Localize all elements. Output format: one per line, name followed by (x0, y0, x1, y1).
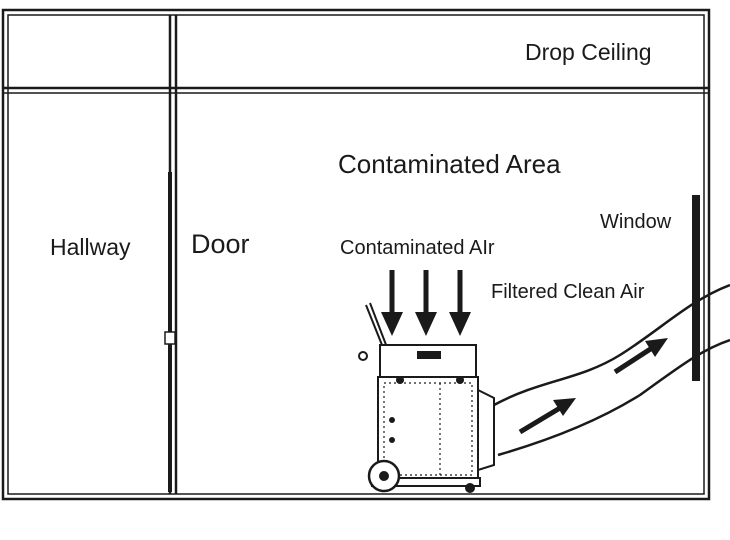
down-arrow-icon (381, 270, 403, 336)
down-arrow-icon (415, 270, 437, 336)
drop-ceiling-label: Drop Ceiling (525, 39, 652, 65)
window-label: Window (600, 211, 672, 233)
flow-arrow-icon (518, 398, 576, 435)
door-label: Door (191, 229, 250, 259)
exhaust-duct (493, 283, 730, 457)
air-scrubber-unit-icon (358, 302, 495, 493)
contaminated-air-label: Contaminated AIr (340, 237, 495, 259)
flow-arrow-icon (613, 338, 668, 375)
hallway-label: Hallway (50, 234, 131, 260)
inner-wall (7, 14, 705, 495)
window (692, 195, 700, 381)
contaminated-area-label: Contaminated Area (338, 149, 561, 179)
outer-wall (1, 8, 711, 501)
door-handle (164, 331, 176, 345)
down-arrow-icon (449, 270, 471, 336)
filtered-clean-air-label: Filtered Clean Air (491, 281, 645, 303)
